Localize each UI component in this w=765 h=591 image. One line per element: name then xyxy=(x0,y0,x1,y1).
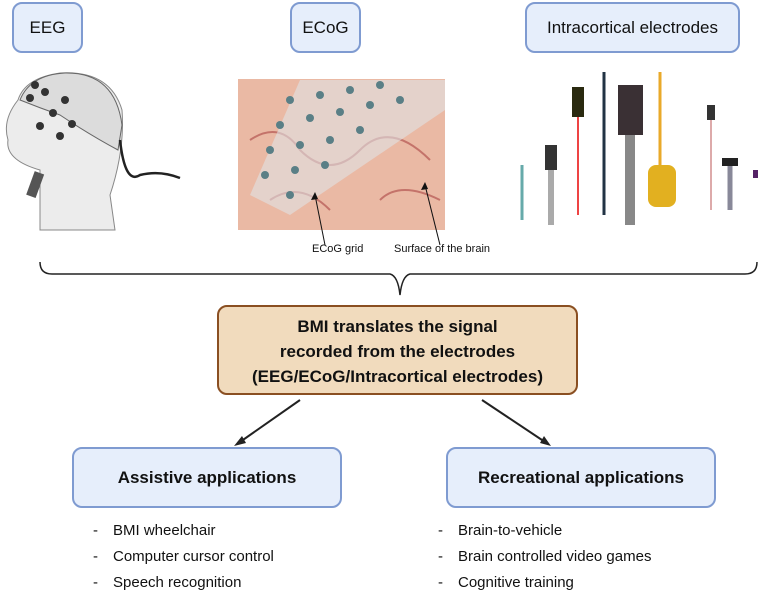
list-item: Speech recognition xyxy=(93,570,274,591)
recreational-list: Brain-to-vehicle Brain controlled video … xyxy=(438,518,651,591)
recreational-applications-box: Recreational applications xyxy=(446,447,716,508)
grouping-brace xyxy=(39,261,758,296)
bmi-translation-box: BMI translates the signal recorded from … xyxy=(217,305,578,395)
list-item: Cognitive training xyxy=(438,570,651,591)
center-line-1: BMI translates the signal xyxy=(297,317,498,336)
ecog-brain-photo xyxy=(238,79,445,246)
arrow-to-recreational xyxy=(481,399,551,446)
arrow-to-assistive xyxy=(234,399,301,446)
ecog-label-box: ECoG xyxy=(290,2,361,53)
intracortical-label-box: Intracortical electrodes xyxy=(525,2,740,53)
list-item: Brain controlled video games xyxy=(438,544,651,570)
center-line-3: (EEG/ECoG/Intracortical electrodes) xyxy=(252,367,543,386)
list-item: BMI wheelchair xyxy=(93,518,274,544)
brain-surface-caption: Surface of the brain xyxy=(394,243,491,255)
eeg-label-box: EEG xyxy=(12,2,83,53)
ecog-grid-caption: ECoG grid xyxy=(312,243,364,255)
assistive-list: BMI wheelchair Computer cursor control S… xyxy=(93,518,274,591)
eeg-head-illustration xyxy=(5,72,181,231)
center-line-2: recorded from the electrodes xyxy=(279,342,516,361)
intracortical-electrodes-photo xyxy=(520,72,758,225)
list-item: Computer cursor control xyxy=(93,544,274,570)
assistive-applications-box: Assistive applications xyxy=(72,447,342,508)
list-item: Brain-to-vehicle xyxy=(438,518,651,544)
